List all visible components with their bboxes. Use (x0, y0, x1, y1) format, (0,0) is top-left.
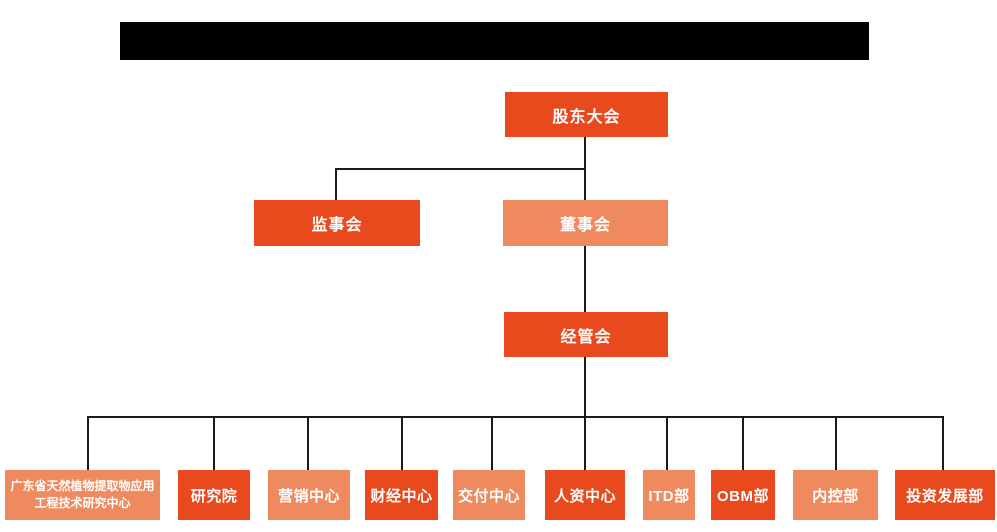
org-node-itd-department: ITD部 (643, 470, 695, 520)
connector-line-drop-10 (942, 416, 944, 470)
connector-line-supervisory-drop (335, 168, 337, 200)
connector-line-drop-4 (401, 416, 403, 470)
org-node-board-of-directors: 董事会 (503, 200, 668, 246)
connector-line-drop-7 (666, 416, 668, 470)
connector-line-drop-3 (307, 416, 309, 470)
org-node-marketing-center: 营销中心 (268, 470, 350, 520)
org-node-obm-department: OBM部 (711, 470, 775, 520)
org-node-management-committee: 经管会 (504, 312, 668, 357)
connector-line-departments-horizontal (87, 416, 944, 418)
org-node-finance-center: 财经中心 (365, 470, 438, 520)
connector-line-drop-2 (213, 416, 215, 470)
connector-line-drop-1 (87, 416, 89, 470)
org-node-internal-control-department: 内控部 (793, 470, 878, 520)
org-node-guangdong-research-center: 广东省天然植物提取物应用工程技术研究中心 (5, 470, 160, 520)
connector-line-level2-horizontal (335, 168, 586, 170)
connector-line-drop-8 (742, 416, 744, 470)
org-node-research-institute: 研究院 (178, 470, 250, 520)
org-node-delivery-center: 交付中心 (453, 470, 525, 520)
org-node-shareholders-meeting: 股东大会 (505, 92, 668, 137)
org-node-supervisory-board: 监事会 (254, 200, 420, 246)
connector-line-management-down (584, 357, 586, 470)
org-node-investment-development-department: 投资发展部 (895, 470, 995, 520)
connector-line-drop-9 (835, 416, 837, 470)
redacted-title-bar (120, 22, 869, 60)
connector-line-board-to-management (584, 246, 586, 312)
connector-line-drop-5 (491, 416, 493, 470)
org-node-hr-center: 人资中心 (545, 470, 625, 520)
